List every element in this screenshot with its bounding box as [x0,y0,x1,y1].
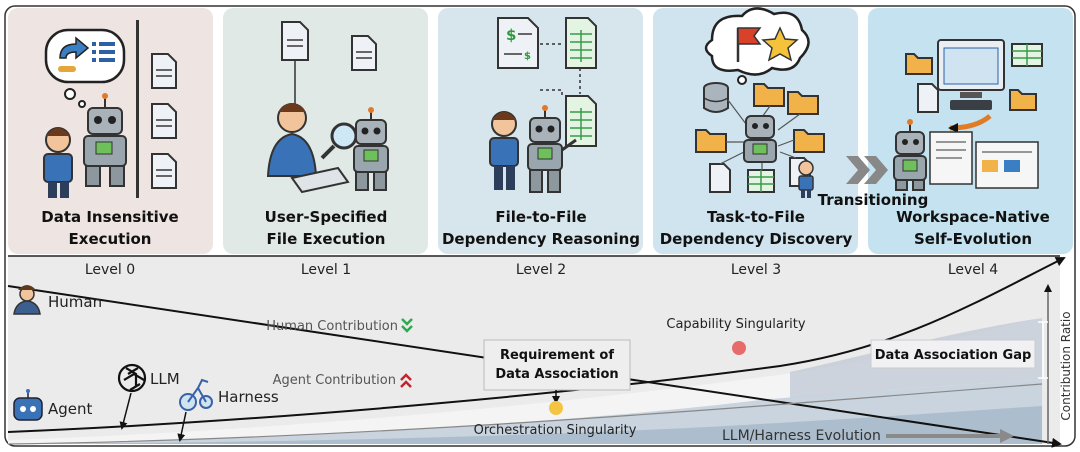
panel-2-title-line2: Dependency Reasoning [442,230,640,248]
agent-robot-icon [13,389,43,421]
star-icon [761,26,799,62]
harness-band [8,406,1042,444]
human-contribution-label: Human Contribution [266,319,398,334]
panel-3-title-line1: Task-to-File [707,208,805,226]
panel-2-title-line1: File-to-File [495,208,586,226]
robot-icon [893,119,927,191]
robot-icon [83,93,127,187]
level-4-label: Level 4 [948,262,998,278]
panel-3-title-line2: Dependency Discovery [660,230,853,248]
data-association-gap-label: Data Association Gap [875,348,1032,363]
folder-icon [695,83,825,153]
robot-icon [353,107,389,191]
panel-titles: Data Insensitive Execution User-Specifie… [41,208,1050,248]
chevron-right-icon [846,156,888,184]
monitor-icon [937,39,1005,110]
keyboard-icon [290,166,350,194]
panel-4-title-line2: Self-Evolution [914,230,1032,248]
capability-singularity-point [732,341,746,355]
panel-1-illustration [266,21,389,194]
harness-label: Harness [218,388,279,406]
panel-3-illustration [695,7,825,198]
requirement-box [483,339,631,391]
panel-2-illustration: $ $ [489,17,597,193]
orchestration-singularity-point [549,401,563,415]
requirement-line2: Data Association [495,367,618,382]
divider-line [136,20,139,198]
svg-text:$: $ [524,51,531,62]
llm-label: LLM [150,370,180,388]
person-icon [266,103,318,177]
person-icon [489,111,519,190]
panel-4-title-line1: Workspace-Native [896,208,1050,226]
panel-0-title-line1: Data Insensitive [41,208,178,226]
capability-singularity-label: Capability Singularity [666,317,805,332]
data-association-gap-box [870,339,1036,369]
level-0-label: Level 0 [85,262,135,278]
llm-curve [7,383,1043,445]
level-2-label: Level 2 [516,262,566,278]
transition-label: Transitioning [818,191,929,209]
person-icon [798,160,814,198]
panel-4-illustration [893,39,1043,191]
speech-bubble-icon [44,28,126,108]
spreadsheet-icon [747,169,775,193]
document-icon: $ $ [497,17,539,69]
agent-contribution-curve [7,257,1066,433]
level-1-label: Level 1 [301,262,351,278]
panel-1-title-line2: File Execution [267,230,386,248]
database-icon [703,82,729,113]
robot-icon [743,115,777,163]
requirement-line1: Requirement of [500,348,614,363]
level-3-label: Level 3 [731,262,781,278]
agent-contribution-label: Agent Contribution [273,373,396,388]
panel-0-title-line2: Execution [69,230,152,248]
folder-icon [905,53,1037,111]
agent-label: Agent [48,400,93,418]
level-labels: Level 0 Level 1 Level 2 Level 3 Level 4 [85,262,998,278]
person-icon [43,127,73,198]
orchestration-singularity-label: Orchestration Singularity [474,423,637,438]
flag-icon [736,27,762,62]
panel-1-title-line1: User-Specified [265,208,388,226]
spreadsheet-icon [565,17,597,147]
harness-pointer [177,411,187,442]
chevron-down-icon [401,318,413,333]
openai-logo-icon [117,363,147,393]
contribution-ratio-label: Contribution Ratio [1059,311,1073,420]
robot-icon [527,105,577,193]
svg-text:$: $ [506,26,516,44]
evolution-label: LLM/Harness Evolution [722,428,881,444]
human-avatar-icon [13,285,41,315]
llm-pointer [119,392,132,430]
human-label: Human [48,293,102,311]
document-icon [917,83,939,113]
panel-0-illustration [43,20,177,198]
chevron-up-icon [400,373,412,388]
spreadsheet-icon [1011,43,1043,67]
harness-icon [179,378,213,411]
